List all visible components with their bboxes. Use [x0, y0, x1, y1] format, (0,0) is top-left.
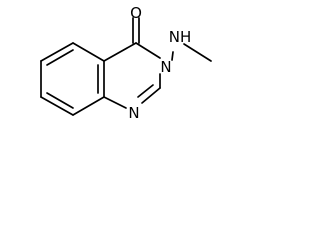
bond-nh-ch3 — [183, 43, 212, 62]
atom-oxygen-label: O — [130, 4, 142, 22]
atom-nitrogen-1-label: N — [128, 104, 139, 122]
atom-nitrogen-3-label: N — [160, 58, 171, 76]
bond-c5-c6 — [40, 42, 74, 62]
bond-c2-n1 — [141, 87, 161, 104]
bond-c5-c6-inner — [46, 49, 74, 66]
bond-c4a-c4 — [103, 42, 137, 62]
bond-c4-n3 — [135, 42, 161, 59]
bond-c8-c8a — [72, 96, 105, 116]
atom-amino-nh-label: NH — [169, 28, 192, 46]
bond-n1-c8a — [103, 96, 127, 109]
bond-n3-nh — [171, 51, 174, 61]
bond-c7-c8-inner — [46, 92, 74, 109]
bond-c7-c8 — [40, 96, 74, 116]
molecule-structure-diagram: O N NH N — [40, 4, 212, 122]
bond-c2-n1-inner — [137, 84, 154, 98]
bond-c4a-c5 — [72, 42, 105, 62]
